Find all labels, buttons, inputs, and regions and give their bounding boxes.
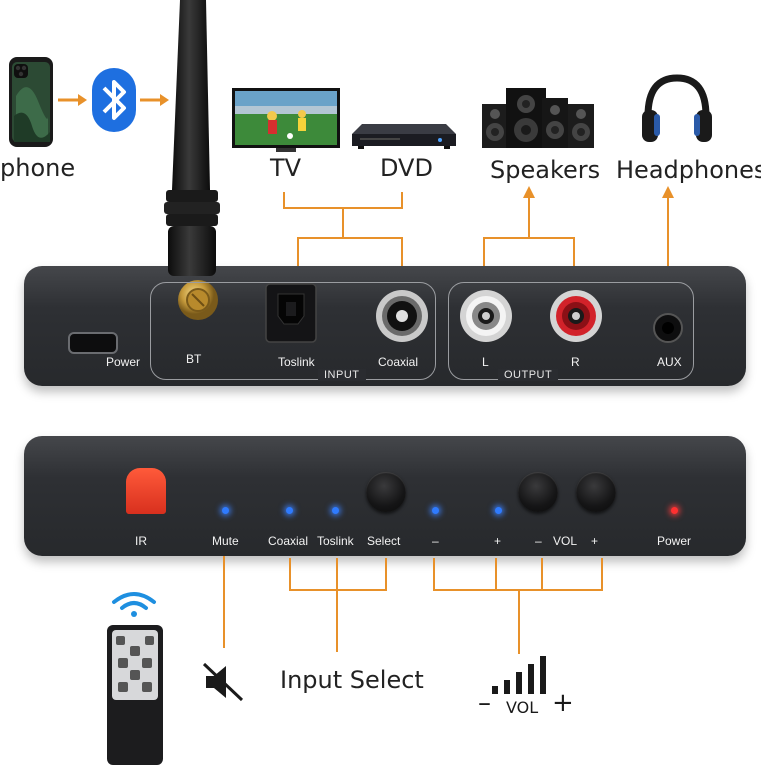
ir-window <box>126 468 166 514</box>
remote-control-icon <box>106 624 164 766</box>
ir-label: IR <box>135 534 147 548</box>
input-select-label: Input Select <box>280 666 424 694</box>
aux-port <box>652 312 684 344</box>
select-label: Select <box>367 534 401 548</box>
control-connector-lines <box>223 556 603 654</box>
volume-down-button[interactable] <box>518 472 558 512</box>
headphones-label: Headphones <box>616 156 761 184</box>
toslink-port <box>264 282 318 344</box>
coaxial-port <box>372 286 432 346</box>
dvd-label: DVD <box>380 154 433 182</box>
mute-led <box>222 507 229 514</box>
left-label: L <box>482 355 489 369</box>
smartphone-icon <box>8 56 54 148</box>
tv-icon <box>232 88 340 154</box>
front-coaxial-label: Coaxial <box>268 534 309 548</box>
phone-to-bluetooth-arrow <box>58 94 87 106</box>
tv-label: TV <box>270 154 302 182</box>
volume-up-button[interactable] <box>576 472 616 512</box>
vol-plus-label: + <box>591 534 599 548</box>
front-toslink-label: Toslink <box>317 534 354 548</box>
output-group <box>448 282 694 380</box>
minus-label: – <box>432 534 439 548</box>
mute-icon <box>202 660 246 704</box>
aux-label: AUX <box>657 355 682 369</box>
speakers-icon <box>482 84 594 150</box>
bluetooth-icon <box>92 68 136 132</box>
input-group-label: INPUT <box>318 369 366 381</box>
minus-led <box>432 507 439 514</box>
input-group <box>150 282 436 380</box>
front-power-label: Power <box>657 534 692 548</box>
bottom-vol-minus-label: – <box>478 688 491 718</box>
coaxial-label: Coaxial <box>378 355 419 369</box>
speakers-label: Speakers <box>490 156 601 184</box>
vol-minus-label: – <box>535 534 542 548</box>
output-group-label: OUTPUT <box>498 369 559 381</box>
vol-label: VOL <box>553 534 578 548</box>
coaxial-led <box>286 507 293 514</box>
bluetooth-to-device-arrow <box>140 94 169 106</box>
rca-left-port <box>456 286 516 346</box>
plus-label: + <box>494 534 502 548</box>
mute-label: Mute <box>212 534 239 548</box>
plus-led <box>495 507 502 514</box>
right-label: R <box>571 355 580 369</box>
power-led <box>671 507 678 514</box>
rca-right-port <box>546 286 606 346</box>
bt-label: BT <box>186 352 202 366</box>
bottom-vol-plus-label: + <box>552 688 574 718</box>
wifi-signal-icon <box>110 590 158 618</box>
bottom-vol-label: VOL <box>506 698 539 717</box>
headphones-icon <box>640 72 714 148</box>
dvd-player-icon <box>352 124 456 150</box>
toslink-label: Toslink <box>278 355 315 369</box>
volume-bars-icon <box>490 654 560 694</box>
select-button[interactable] <box>366 472 406 512</box>
toslink-led <box>332 507 339 514</box>
rear-power-label: Power <box>106 355 141 369</box>
power-port <box>68 332 118 354</box>
phone-label: phone <box>0 154 76 182</box>
bt-antenna <box>160 0 240 340</box>
